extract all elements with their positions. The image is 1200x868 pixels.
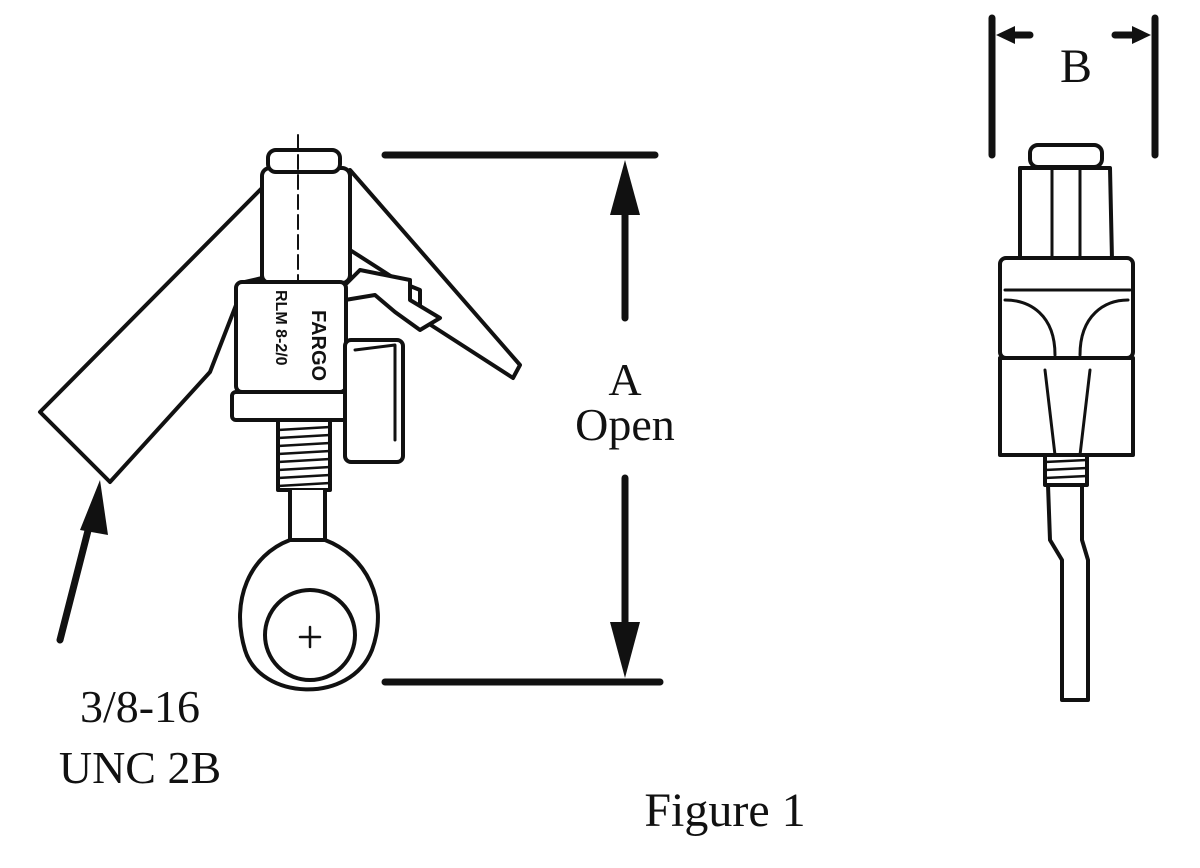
front-shank [1046,483,1090,702]
arrow-up-a [610,160,640,215]
front-cap [1028,143,1104,169]
clamp-body [260,166,352,285]
arrow-left-b [996,26,1015,44]
arrow-down-a [610,622,640,678]
dimension-a [381,151,664,686]
thread-spec-line1: 3/8-16 [80,681,200,732]
spring-clip [343,268,442,332]
stamp-model: RLM 8-2/0 [272,290,289,366]
stamp-brand: FARGO [307,310,329,381]
dimension-a-word: Open [575,399,675,450]
clamp-arm [38,186,264,484]
front-upper-body [1018,166,1114,262]
latch-block [343,338,405,464]
thread-arrowhead [80,480,108,535]
arrow-right-b [1132,26,1151,44]
base-flange [230,390,359,422]
clamp-front-view [998,143,1135,702]
figure-caption: Figure 1 [644,784,805,837]
front-mid-body [998,256,1135,360]
dimension-b-letter: B [1060,40,1092,93]
thread-leader [56,511,96,644]
thread-spec-line2: UNC 2B [59,742,221,793]
eye-neck [288,488,327,542]
dimension-a-letter: A [608,354,641,405]
clamp-cap [266,148,342,174]
clamp-side-view [38,134,522,692]
front-lower-body [998,356,1135,457]
